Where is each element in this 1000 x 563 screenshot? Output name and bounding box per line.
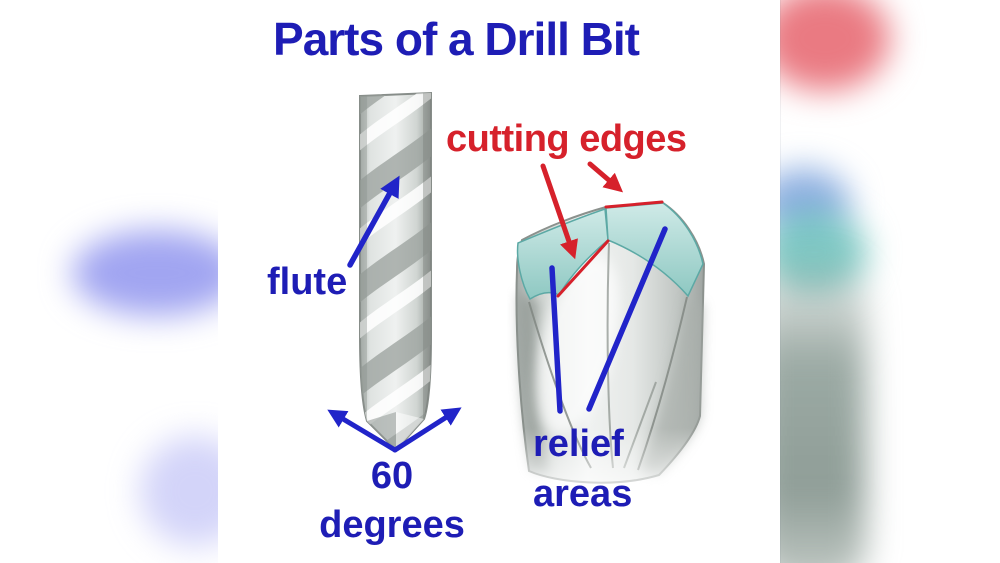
label-flute: flute [267,261,348,303]
blur-blob-blue-bottom [140,436,219,546]
cutting-edge-line-top [604,200,664,209]
cutting-edge-arrow-left [540,163,578,260]
label-angle: 60 degrees [292,452,492,550]
diagram-panel: Parts of a Drill Bit cutting edges flute… [218,0,780,563]
relief-leader-left [549,265,563,414]
blur-blob-red [780,0,890,91]
body-bottom-fade [503,428,718,508]
label-angle-value: 60 [370,455,414,497]
label-angle-unit: degrees [319,504,465,546]
page-title: Parts of a Drill Bit [273,13,640,65]
annotation-arrows [327,161,668,453]
drill-bit-side-view [359,91,432,452]
blur-blob-blue [72,230,219,316]
blur-column-gray [780,258,866,563]
background-blur-left [0,0,219,563]
angle-arrow-right [392,407,462,453]
panel-right-seam [780,0,781,563]
cutting-edge-line-left [556,239,610,298]
label-relief-line1: relief [533,423,624,465]
label-cutting-edges: cutting edges [446,118,687,160]
relief-leader-right [586,226,668,412]
angle-arrow-left [327,409,398,453]
background-blur-right [780,0,1000,563]
flute-arrow [347,175,400,268]
drill-illustration [327,91,718,508]
cutting-edge-arrow-right [587,161,624,193]
label-relief-areas: relief areas [533,419,632,519]
label-relief-line2: areas [533,473,633,515]
